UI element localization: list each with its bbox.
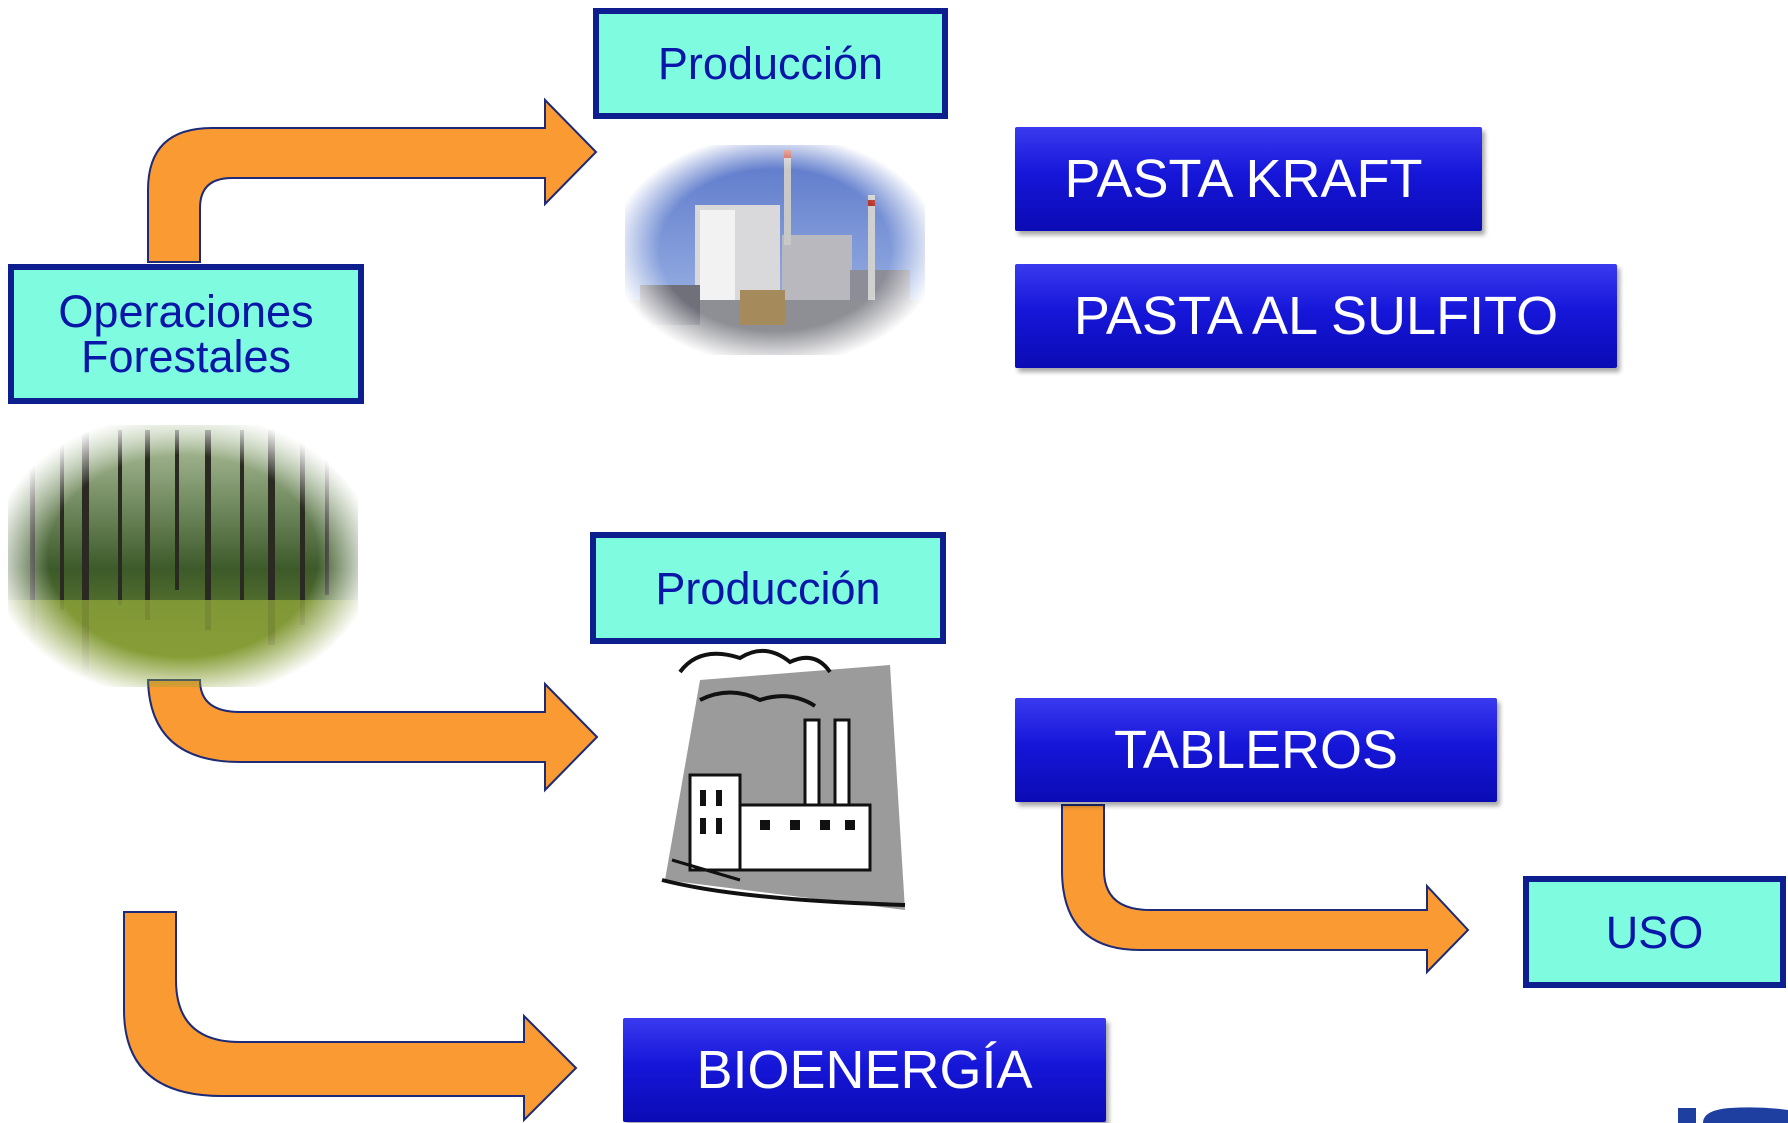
pasta-sulfito-box: PASTA AL SULFITO — [1015, 264, 1617, 368]
arrow-to-production-top — [147, 97, 598, 263]
production-top-box: Producción — [593, 8, 948, 119]
factory-clipart — [661, 649, 906, 910]
tableros-label: TABLEROS — [1113, 720, 1399, 780]
production-top-label: Producción — [657, 38, 884, 89]
arrow-to-uso — [1061, 804, 1470, 975]
pasta-sulfito-label: PASTA AL SULFITO — [1073, 286, 1559, 346]
arrow-to-production-mid — [146, 679, 599, 793]
partial-logo — [1678, 1107, 1788, 1123]
uso-label: USO — [1605, 906, 1704, 958]
operaciones-label-line2: Forestales — [80, 331, 292, 382]
operaciones-label-line1: Operaciones — [58, 286, 314, 337]
pasta-kraft-label: PASTA KRAFT — [1064, 149, 1423, 209]
forest-photo — [8, 425, 358, 687]
tableros-box: TABLEROS — [1015, 698, 1497, 802]
uso-box: USO — [1523, 876, 1786, 988]
bioenergia-box: BIOENERGÍA — [623, 1018, 1106, 1122]
operaciones-forestales-box: Operaciones Forestales — [8, 264, 364, 404]
pulp-mill-photo — [625, 145, 925, 355]
production-mid-label: Producción — [655, 562, 881, 614]
bioenergia-label: BIOENERGÍA — [696, 1040, 1033, 1100]
production-mid-box: Producción — [590, 532, 946, 644]
arrow-to-bioenergia — [123, 911, 578, 1123]
pasta-kraft-box: PASTA KRAFT — [1015, 127, 1482, 231]
